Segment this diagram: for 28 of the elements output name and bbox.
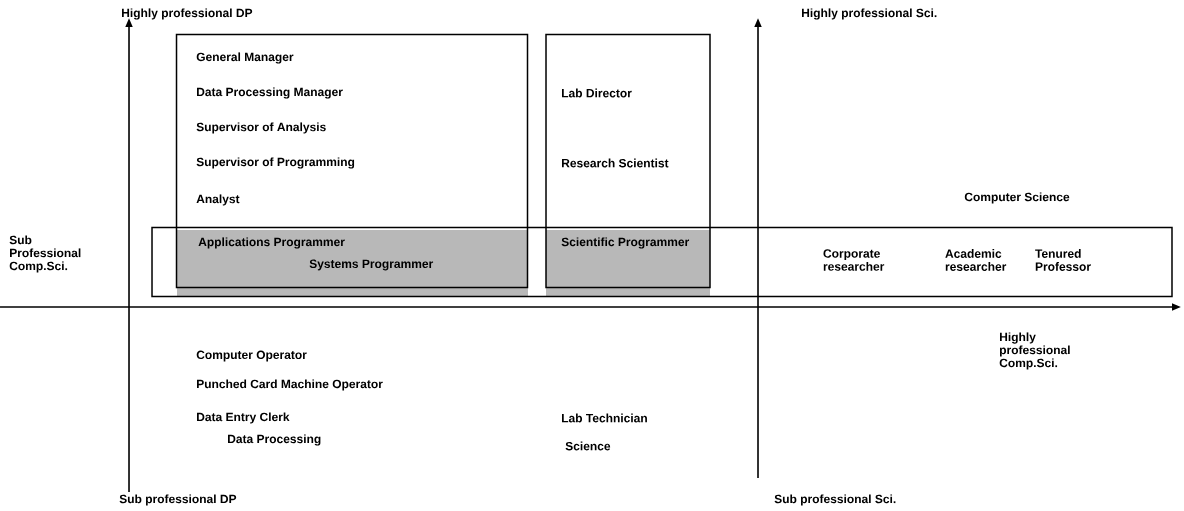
text-label: Supervisor of Analysis	[196, 122, 326, 134]
text-label: Systems Programmer	[309, 259, 434, 271]
band-heading: Computer Science	[964, 192, 1070, 204]
text-label: Sub professional Sci.	[774, 494, 896, 506]
text-label: Highly professional Sci.	[802, 8, 937, 20]
text-label: Sub professional DP	[119, 494, 237, 506]
text-label: Research Scientist	[562, 158, 669, 168]
text-label: Punched Card Machine Operator	[197, 379, 383, 391]
text-label: Highly professional DP	[122, 8, 253, 20]
text-label: Data Processing Manager	[197, 87, 343, 99]
category-box	[175, 33, 529, 289]
text-label: Scientific Programmer	[561, 237, 690, 249]
text-label: Applications Programmer	[198, 237, 345, 249]
text-label: Sub Professional Comp.Sci.	[9, 235, 81, 273]
text-label: Computer Operator	[196, 350, 307, 362]
text-label: Data Processing	[228, 434, 321, 446]
text-label: Lab Director	[562, 88, 632, 98]
text-label: Lab Technician	[562, 413, 647, 423]
job-title: Tenured Professor	[1035, 249, 1091, 271]
text-label: General Manager	[196, 52, 294, 64]
text-label: Science	[565, 441, 611, 451]
job-title: Academic researcher	[945, 249, 1007, 271]
text-label: Supervisor of Programming	[196, 157, 355, 169]
text-label: Data Entry Clerk	[197, 412, 290, 424]
category-box	[545, 33, 711, 289]
job-title: Corporate researcher	[823, 249, 885, 271]
text-label: Analyst	[196, 194, 240, 206]
text-label: Highly professional Comp.Sci.	[999, 332, 1070, 370]
